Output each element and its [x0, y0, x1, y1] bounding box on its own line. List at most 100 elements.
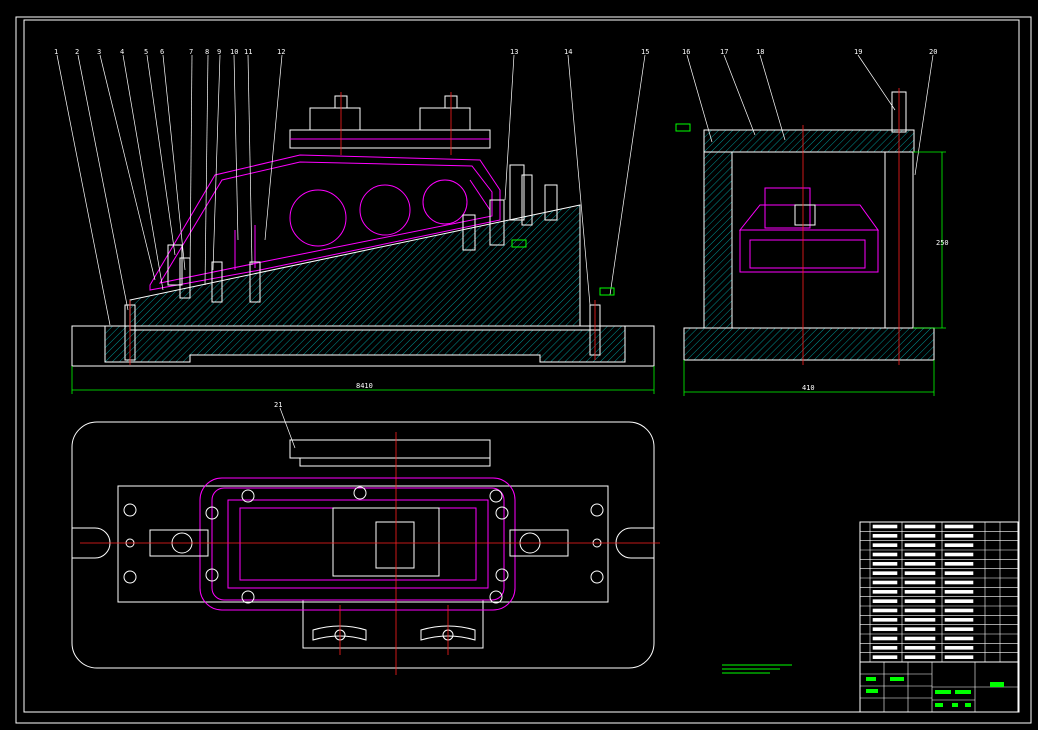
balloon-label: 16 — [682, 48, 690, 56]
side-nut — [794, 204, 816, 226]
top-bolt-holes — [123, 486, 604, 604]
side-width-value: 410 — [802, 384, 815, 392]
side-view: 16 17 18 19 20 410 250 — [675, 48, 949, 396]
balloon-label: 1 — [54, 48, 58, 56]
parts-list-entry-mark — [872, 552, 898, 557]
top-centerlines — [80, 432, 660, 675]
top-clamps — [289, 95, 491, 149]
parts-list-entry-mark — [904, 636, 936, 641]
balloon-label: 4 — [120, 48, 124, 56]
parts-list-entry-mark — [944, 590, 974, 594]
parts-list-entry-mark — [872, 590, 898, 594]
parts-list-entry-mark — [872, 571, 898, 575]
front-centerlines — [129, 92, 596, 365]
top-center-window — [332, 507, 440, 577]
surface-mark — [511, 239, 527, 248]
parts-list-entry-mark — [904, 618, 936, 622]
title-block-text-marks — [866, 677, 1004, 707]
parts-list-entry-mark — [904, 562, 936, 566]
inclined-block — [129, 204, 581, 327]
top-base-outline — [71, 421, 655, 669]
parts-list-grid — [860, 522, 1018, 662]
parts-list-entry-mark — [904, 543, 936, 547]
side-balloons: 16 17 18 19 20 — [682, 48, 937, 56]
clamp-studs — [124, 164, 601, 361]
balloon-label: 18 — [756, 48, 764, 56]
inner-border — [23, 19, 1020, 713]
front-view: 1 2 3 4 5 6 7 8 9 10 11 12 13 14 15 8410 — [54, 48, 655, 394]
balloon-label: 20 — [929, 48, 937, 56]
parts-list-entry-mark — [872, 636, 898, 641]
balloon-label: 17 — [720, 48, 728, 56]
parts-list-entry-mark — [872, 562, 898, 566]
top-bar — [289, 439, 491, 459]
side-housing — [738, 187, 879, 273]
gearbox-housing — [149, 154, 501, 291]
parts-list-entry-mark — [944, 562, 974, 566]
parts-list-entry-mark — [944, 552, 974, 557]
balloon-label: 12 — [277, 48, 285, 56]
side-left-wall — [703, 151, 733, 329]
parts-list-entry-mark — [944, 646, 974, 650]
balloon-label: 6 — [160, 48, 164, 56]
balloon-label: 15 — [641, 48, 649, 56]
parts-list-entry-mark — [944, 580, 974, 585]
parts-list-entry-mark — [944, 655, 974, 659]
balloon-label: 21 — [274, 401, 282, 409]
parts-list-entry-mark — [904, 599, 936, 603]
base-section — [104, 325, 626, 363]
parts-list-entry-mark — [904, 655, 936, 659]
parts-list-entry-mark — [872, 524, 898, 529]
parts-list-entry-mark — [872, 627, 898, 631]
parts-list-entry-mark — [944, 618, 974, 622]
parts-list-entry-mark — [944, 636, 974, 641]
front-leaders — [56, 54, 646, 326]
balloon-label: 14 — [564, 48, 572, 56]
parts-list-entry-mark — [872, 655, 898, 659]
balloon-label: 19 — [854, 48, 862, 56]
side-dimensions — [683, 151, 946, 396]
parts-list-entry-mark — [944, 599, 974, 603]
front-balloons: 1 2 3 4 5 6 7 8 9 10 11 12 13 14 15 — [54, 48, 649, 56]
balloon-label: 10 — [230, 48, 238, 56]
top-handles — [312, 625, 476, 641]
top-leader — [279, 407, 296, 449]
parts-list-entry-mark — [904, 552, 936, 557]
parts-list-entry-mark — [944, 608, 974, 613]
parts-list-entry-mark — [904, 580, 936, 585]
parts-list-entry-mark — [904, 590, 936, 594]
balloon-label: 3 — [97, 48, 101, 56]
top-lower-block — [302, 599, 484, 649]
parts-list-entry-mark — [872, 646, 898, 650]
surface-mark — [675, 123, 691, 132]
front-width-dimension — [71, 366, 655, 394]
parts-list-entry-mark — [904, 524, 936, 529]
front-width-value: 8410 — [356, 382, 373, 390]
parts-list-entry-mark — [904, 627, 936, 631]
title-block-grid — [860, 662, 1018, 712]
balloon-label: 11 — [244, 48, 252, 56]
parts-list-entry-mark — [904, 534, 936, 538]
parts-list-entry-mark — [904, 608, 936, 613]
parts-list-entry-mark — [872, 543, 898, 547]
balloon-label: 9 — [217, 48, 221, 56]
parts-list-entry-mark — [944, 627, 974, 631]
surface-mark — [599, 287, 615, 296]
top-view: 21 — [71, 401, 660, 675]
balloon-label: 7 — [189, 48, 193, 56]
side-base — [683, 327, 935, 361]
parts-list-entry-mark — [944, 534, 974, 538]
top-housing — [199, 477, 516, 611]
parts-list-entry-mark — [944, 571, 974, 575]
side-height-value: 250 — [936, 239, 949, 247]
side-top-bar — [703, 129, 915, 153]
parts-list-entry-mark — [944, 543, 974, 547]
parts-list-entry-mark — [872, 534, 898, 538]
parts-list-entry-mark — [904, 646, 936, 650]
balloon-label: 2 — [75, 48, 79, 56]
balloon-label: 8 — [205, 48, 209, 56]
parts-list-entry-mark — [872, 580, 898, 585]
top-bar-inner — [299, 457, 491, 467]
parts-list-entry-mark — [904, 571, 936, 575]
